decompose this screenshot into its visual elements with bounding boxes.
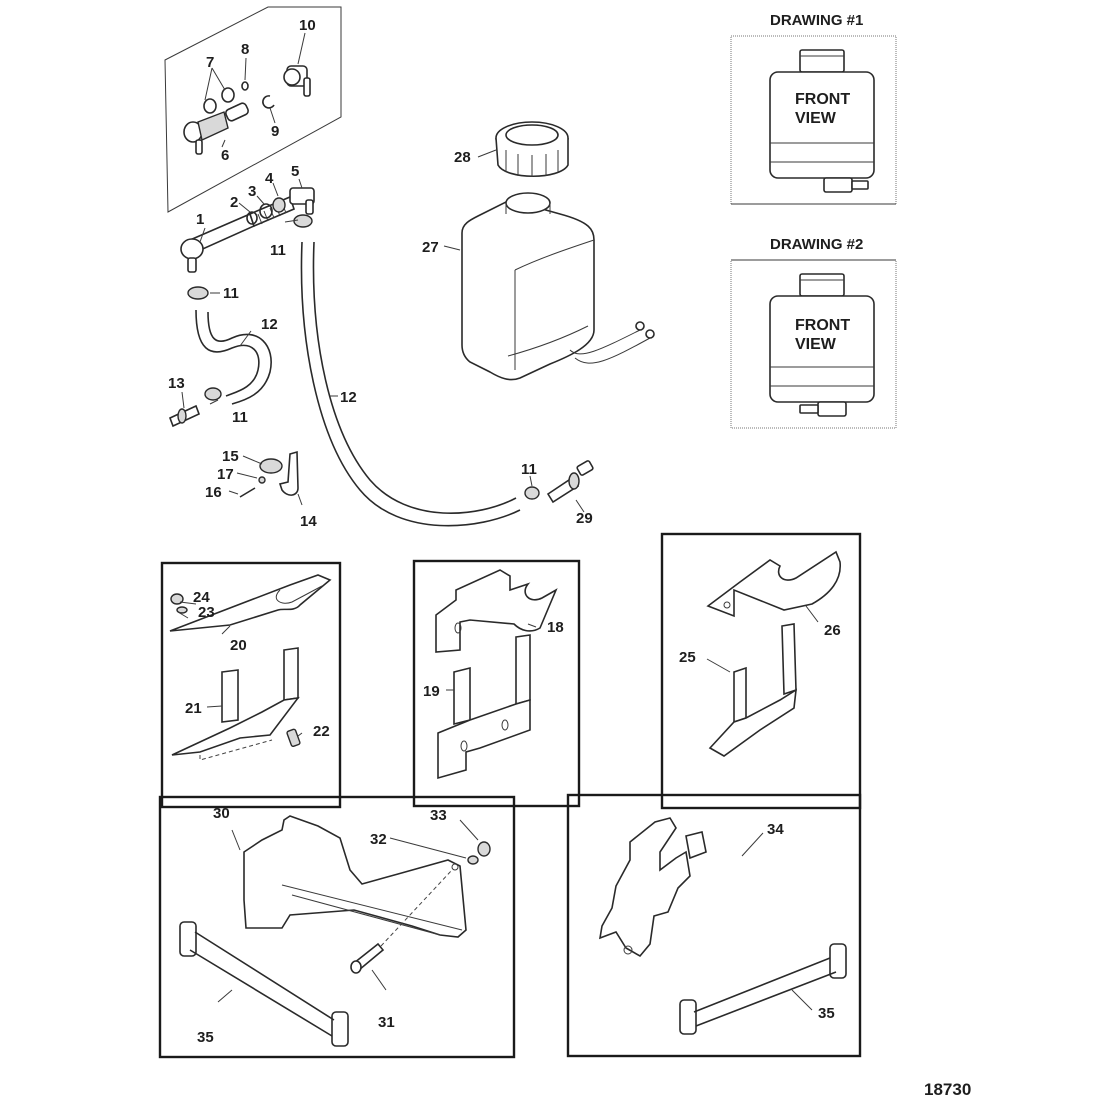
callout-7: 7	[206, 54, 215, 71]
part-30-bracket	[243, 815, 467, 938]
drawing-2-view-label: FRONT VIEW	[795, 316, 850, 354]
part-22-nut	[286, 728, 301, 748]
callout-27: 27	[422, 239, 439, 256]
callout-32: 32	[370, 831, 387, 848]
part-11-clamp-lower	[204, 387, 222, 401]
drawing-1-title: DRAWING #1	[770, 12, 864, 29]
callout-1: 1	[196, 211, 205, 228]
part-35-strap-right	[679, 943, 847, 1035]
callout-19: 19	[423, 683, 440, 700]
part-28-cap	[495, 121, 569, 178]
panel-brackets-18-19	[412, 559, 581, 808]
callout-35-right: 35	[818, 1005, 835, 1022]
callout-30: 30	[213, 805, 230, 822]
part-31-screw	[350, 942, 385, 974]
part-4-nut	[272, 197, 286, 213]
part-11-clamp-right	[524, 486, 540, 500]
callout-9: 9	[271, 123, 280, 140]
callout-20: 20	[230, 637, 247, 654]
panel-brackets-34-35	[566, 793, 862, 1058]
part-25-bracket	[708, 623, 797, 757]
part-6-fitting	[183, 102, 249, 155]
callout-11-right: 11	[521, 461, 537, 478]
callout-8: 8	[241, 41, 250, 58]
callout-16: 16	[205, 484, 222, 501]
callout-12-long-hose: 12	[340, 389, 357, 406]
part-27-reservoir	[461, 192, 655, 381]
figure-number: 18730	[924, 1080, 972, 1099]
callout-18: 18	[547, 619, 564, 636]
part-26-bracket	[706, 550, 841, 618]
callout-34: 34	[767, 821, 784, 838]
part-7-oring-b	[221, 87, 235, 103]
part-2-washer	[246, 211, 258, 225]
drawing-2-view-line1: FRONT	[795, 317, 851, 334]
panel-brackets-30-35	[158, 795, 516, 1059]
reference-drawing-1	[730, 35, 897, 205]
callout-3: 3	[248, 183, 257, 200]
part-5-elbow	[289, 187, 315, 215]
callout-11-lower: 11	[232, 409, 248, 426]
callout-10: 10	[299, 17, 316, 34]
callout-33: 33	[430, 807, 447, 824]
callout-29: 29	[576, 510, 593, 527]
panel-brackets-25-26	[660, 532, 862, 810]
callout-31: 31	[378, 1014, 395, 1031]
drawing-1-view-line2: VIEW	[795, 110, 836, 127]
callout-26: 26	[824, 622, 841, 639]
part-18-bracket	[435, 569, 558, 653]
part-32-washer	[467, 855, 479, 865]
callout-28: 28	[454, 149, 471, 166]
callout-4: 4	[265, 170, 274, 187]
part-14-j-clamp	[278, 450, 299, 496]
callout-21: 21	[185, 700, 202, 717]
inset-outline-parts-6-10	[164, 6, 342, 213]
part-33-nut	[477, 841, 491, 857]
callout-11-left: 11	[223, 285, 239, 302]
drawing-1-view-line1: FRONT	[795, 91, 851, 108]
part-19-bracket	[437, 634, 531, 780]
callout-23: 23	[198, 604, 215, 621]
callout-15: 15	[222, 448, 239, 465]
part-9-clip	[262, 95, 275, 109]
part-7-oring-a	[203, 98, 217, 114]
callout-14: 14	[300, 513, 317, 530]
callout-17: 17	[217, 466, 234, 483]
callout-5: 5	[291, 163, 300, 180]
part-21-bracket	[171, 647, 300, 756]
callout-24: 24	[193, 589, 210, 606]
part-11-clamp-top	[293, 214, 313, 228]
part-17-washer	[258, 476, 266, 484]
callout-2: 2	[230, 194, 239, 211]
callout-11-top: 11	[270, 242, 286, 259]
reference-drawing-2	[730, 259, 897, 429]
callout-13: 13	[168, 375, 185, 392]
callout-22: 22	[313, 723, 330, 740]
callout-6: 6	[221, 147, 230, 164]
part-11-clamp-left	[187, 286, 209, 300]
part-23-washer	[176, 606, 188, 614]
part-8-oring	[241, 81, 249, 91]
part-16-screw	[239, 487, 256, 498]
leader-lines	[177, 32, 819, 1011]
drawing-2-title: DRAWING #2	[770, 236, 864, 253]
part-12-short-hose	[195, 309, 260, 397]
drawing-1-view-label: FRONT VIEW	[795, 90, 850, 128]
callout-25: 25	[679, 649, 696, 666]
part-13-fitting	[168, 404, 201, 428]
drawing-2-view-line2: VIEW	[795, 336, 836, 353]
part-35-strap-left	[179, 921, 349, 1047]
part-29-fitting	[546, 460, 594, 504]
part-10-elbow	[283, 65, 311, 97]
callout-12-short-hose: 12	[261, 316, 278, 333]
panel-brackets-20-24	[160, 561, 342, 809]
part-34-bracket	[598, 817, 707, 958]
part-15-clamp	[259, 458, 283, 474]
part-12-long-hose	[300, 241, 521, 527]
part-3-washer	[259, 203, 273, 219]
part-20-bracket	[169, 574, 332, 632]
callout-35-left: 35	[197, 1029, 214, 1046]
part-24-nut	[170, 593, 184, 605]
